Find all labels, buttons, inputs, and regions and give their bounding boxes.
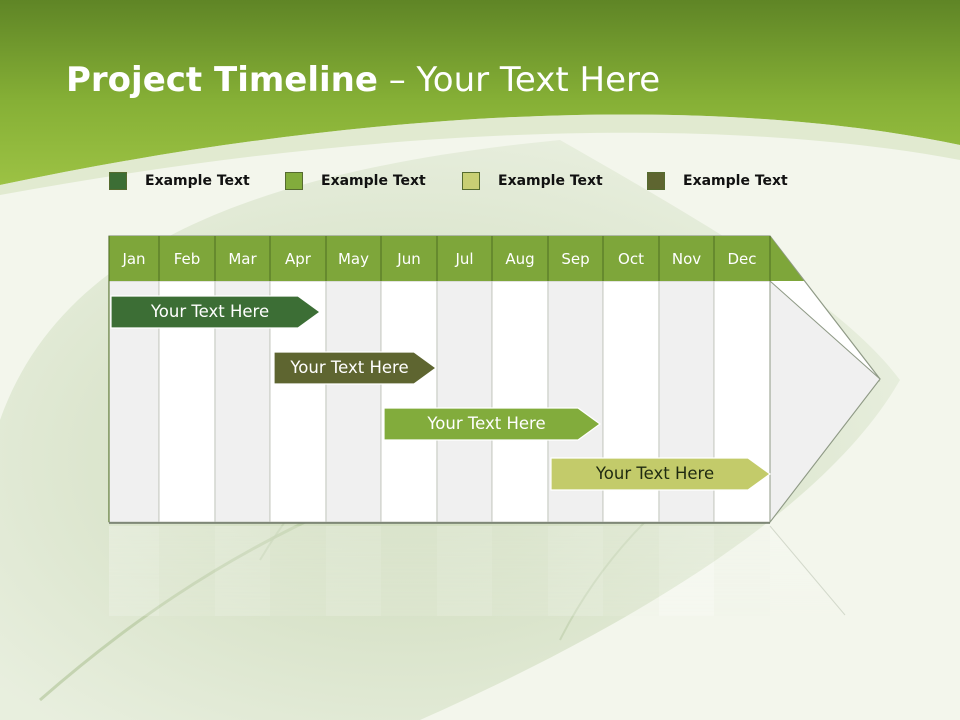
legend-swatch [109, 172, 127, 190]
reflection-column [492, 526, 548, 616]
reflection-column [714, 526, 770, 616]
task-label: Your Text Here [150, 302, 270, 321]
reflection-column [548, 526, 603, 616]
reflection-column [159, 526, 215, 616]
reflection-column [659, 526, 714, 616]
task-bar [273, 351, 438, 385]
month-label: Oct [618, 250, 644, 268]
month-label: Jul [455, 250, 474, 268]
month-column [491, 280, 549, 523]
task-label: Your Text Here [427, 414, 546, 433]
title-rest: – Your Text Here [377, 60, 661, 100]
legend-label: Example Text [498, 173, 603, 189]
month-label: May [337, 250, 369, 268]
reflection-column [603, 526, 659, 616]
month-label: Apr [285, 250, 311, 268]
task-bar [550, 457, 772, 491]
legend-swatch [285, 172, 303, 190]
month-column [380, 280, 438, 523]
header-band [0, 0, 960, 185]
task-bar [110, 295, 322, 329]
legend-item: Example Text [647, 170, 788, 192]
month-label: Feb [173, 250, 201, 268]
month-label: Mar [228, 250, 257, 268]
month-header-bar [109, 236, 804, 281]
task-bar [383, 407, 602, 441]
task-label: Your Text Here [595, 464, 715, 483]
reflection-edge [769, 525, 846, 616]
legend-item: Example Text [285, 170, 426, 192]
month-label: Sep [561, 250, 590, 268]
month-label: Jan [122, 250, 146, 268]
reflection-column [381, 526, 437, 616]
reflection-column [270, 526, 326, 616]
reflection-column [109, 526, 159, 616]
legend-swatch [647, 172, 665, 190]
arrow-head [769, 279, 881, 524]
reflection-column [437, 526, 492, 616]
legend-item: Example Text [462, 170, 603, 192]
title-bold: Project Timeline [66, 60, 378, 100]
task-label: Your Text Here [290, 358, 409, 377]
legend-item: Example Text [109, 170, 250, 192]
reflection-column [215, 526, 270, 616]
month-column [436, 280, 493, 523]
month-label: Nov [671, 250, 702, 268]
month-label: Jun [397, 250, 421, 268]
legend-label: Example Text [145, 173, 250, 189]
legend-swatch [462, 172, 480, 190]
legend-label: Example Text [683, 173, 788, 189]
legend-label: Example Text [321, 173, 426, 189]
month-label: Dec [727, 250, 757, 268]
timeline-reflection [109, 526, 850, 620]
month-column [325, 280, 382, 523]
page-title: Project Timeline – Your Text Here [66, 60, 660, 100]
month-label: Aug [505, 250, 535, 268]
reflection-column [326, 526, 381, 616]
